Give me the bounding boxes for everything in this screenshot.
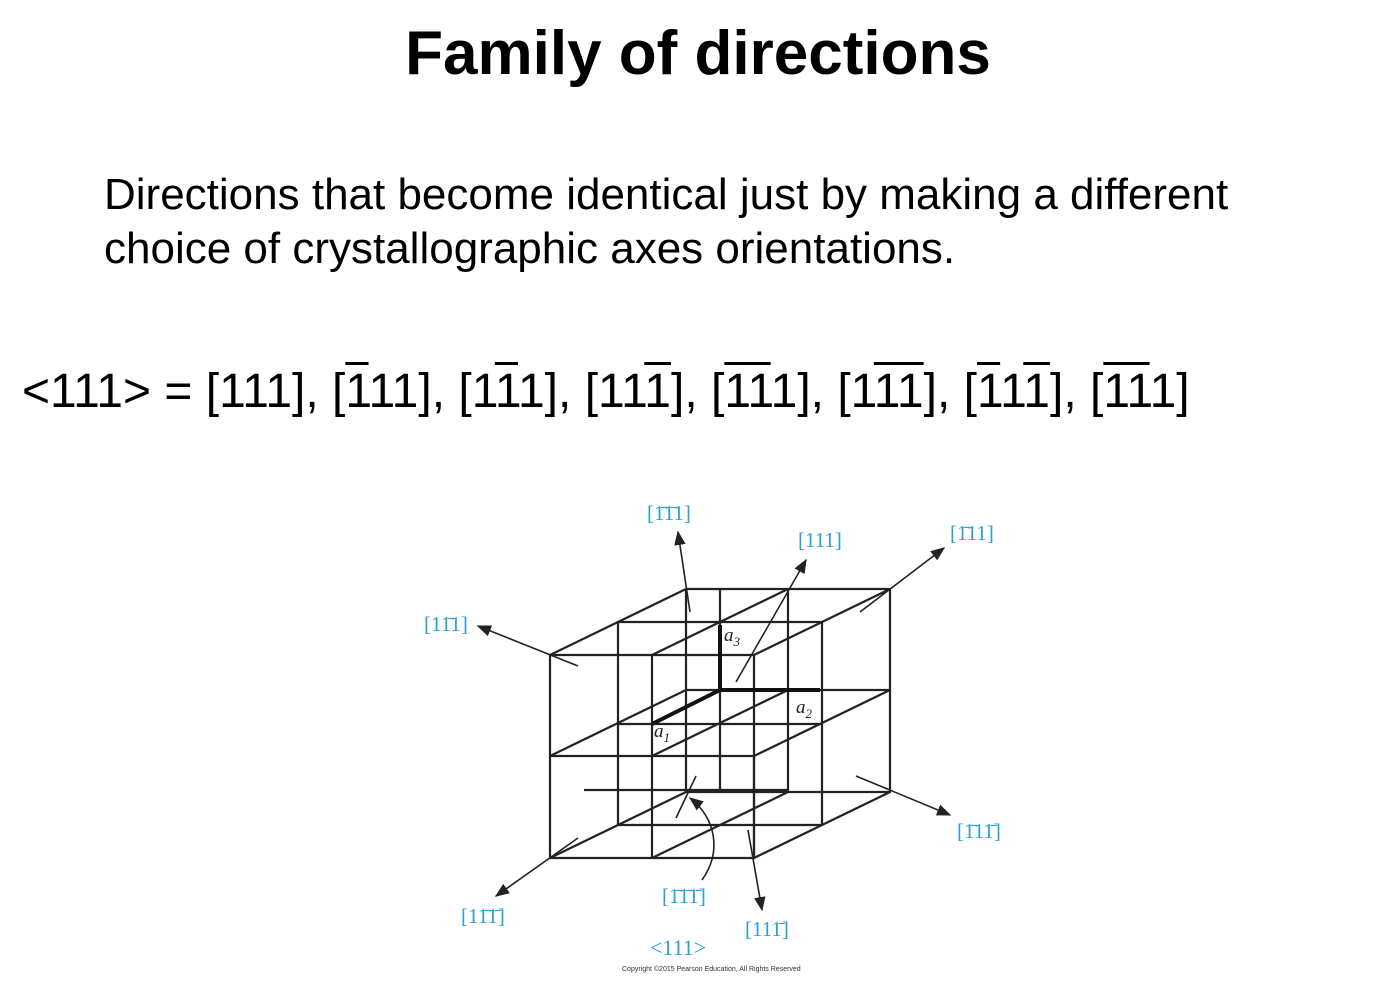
label-left: [11̄1] bbox=[424, 612, 468, 636]
label-bottom-left: [11̄1̄] bbox=[461, 904, 505, 928]
equation-term-4: [111] bbox=[584, 365, 685, 418]
equation-term-3: [111] bbox=[458, 365, 559, 418]
family-equation: <111> = [111], [111], [111], [111], [111… bbox=[22, 365, 1190, 418]
label-right-lower: [1̄11̄] bbox=[957, 819, 1001, 843]
label-top-right: [1̄11] bbox=[950, 521, 994, 545]
page-title: Family of directions bbox=[405, 19, 991, 88]
description: Directions that become identical just by… bbox=[104, 168, 1394, 276]
arrow-bottom-right bbox=[747, 829, 766, 912]
arrow-inner-down bbox=[675, 775, 697, 819]
direction-arrows bbox=[476, 530, 952, 912]
description-line-1: Directions that become identical just by… bbox=[104, 170, 1229, 219]
label-top-center: [111] bbox=[798, 528, 842, 552]
arrow-top-left-up bbox=[674, 530, 691, 613]
arrow-right-lower bbox=[855, 775, 952, 816]
arrow-top-right bbox=[859, 547, 946, 613]
a2-label: a2 bbox=[796, 697, 813, 721]
arrow-left bbox=[476, 625, 579, 667]
family-label: <111> bbox=[650, 935, 706, 960]
equation-term-7: [111] bbox=[963, 365, 1064, 418]
arrow-bottom-left bbox=[494, 837, 579, 897]
equation-term-1: [111] bbox=[205, 365, 306, 418]
equation-lhs: <111> = bbox=[22, 365, 206, 418]
equation-term-5: [111] bbox=[711, 365, 811, 418]
label-top-left-up: [1̄1̄1] bbox=[647, 501, 691, 525]
label-bottom-center: [1̄1̄1̄] bbox=[662, 884, 706, 908]
axes bbox=[651, 625, 820, 726]
copyright-text: Copyright ©2015 Pearson Education, All R… bbox=[622, 965, 801, 973]
a1-label: a1 bbox=[654, 721, 670, 745]
description-line-2: choice of crystallographic axes orientat… bbox=[104, 224, 956, 273]
equation-term-6: [111] bbox=[837, 365, 937, 418]
label-bottom-right: [111̄] bbox=[745, 917, 789, 941]
arrow-top-center bbox=[735, 558, 807, 683]
equation-term-8: [111] bbox=[1089, 365, 1190, 418]
arrow-bottom-center bbox=[688, 797, 715, 881]
cube-lattice bbox=[548, 587, 892, 860]
equation-term-2: [111] bbox=[332, 365, 432, 418]
a3-label: a3 bbox=[724, 625, 741, 649]
